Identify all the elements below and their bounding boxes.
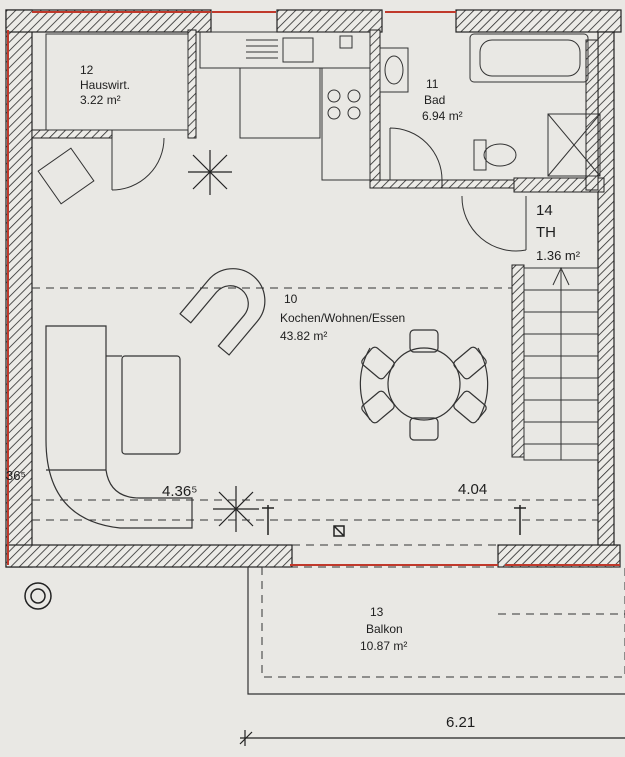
room-th: 14 TH 1.36 m² xyxy=(461,195,581,263)
kochen-number: 10 xyxy=(284,292,298,306)
kitchen-counter xyxy=(199,31,371,181)
sofa-icon xyxy=(45,325,193,529)
th-name: TH xyxy=(536,224,556,241)
room-hauswirt: 12 Hauswirt. 3.22 m² xyxy=(37,33,189,205)
balkon-name: Balkon xyxy=(366,622,403,636)
toilet-icon xyxy=(473,139,487,171)
hauswirt-name: Hauswirt. xyxy=(80,78,130,92)
red-accent-lines xyxy=(7,11,620,566)
appliance xyxy=(37,147,95,205)
balkon-number: 13 xyxy=(370,605,384,619)
staircase xyxy=(523,266,599,461)
bathtub-icon xyxy=(469,33,589,83)
dining-table-icon xyxy=(359,329,489,441)
room-balkon: 13 Balkon 10.87 m² xyxy=(247,566,625,695)
balkon-area: 10.87 m² xyxy=(360,639,407,653)
dimension-ticks xyxy=(262,505,526,537)
th-door xyxy=(461,195,527,252)
downpipe-icon xyxy=(24,582,52,610)
th-number: 14 xyxy=(536,202,553,219)
dashed-lines xyxy=(32,287,598,546)
bad-area: 6.94 m² xyxy=(422,109,463,123)
total-dimension-line xyxy=(239,730,625,746)
dimension-right-width: 4.04 xyxy=(458,481,487,498)
hauswirt-door xyxy=(111,137,165,191)
shower-icon xyxy=(547,113,601,177)
bad-number: 11 xyxy=(426,77,439,91)
room-bad: 11 Bad 6.94 m² xyxy=(379,33,601,181)
hob-icon xyxy=(327,89,361,120)
washbasin-icon xyxy=(379,47,409,93)
bad-name: Bad xyxy=(424,93,445,107)
hauswirt-number: 12 xyxy=(80,63,94,77)
armchair-icon xyxy=(179,268,266,356)
exterior-walls xyxy=(5,9,622,568)
kochen-name: Kochen/Wohnen/Essen xyxy=(280,311,405,325)
th-area: 1.36 m² xyxy=(536,248,581,263)
plant-icon xyxy=(188,150,232,195)
bad-door xyxy=(389,127,443,181)
dimension-left-width: 4.36⁵ xyxy=(162,483,197,500)
dimension-edge-mark: 36⁵ xyxy=(6,468,26,483)
dimension-total-width: 6.21 xyxy=(446,714,475,731)
room-kochen: 10 Kochen/Wohnen/Essen 43.82 m² xyxy=(280,292,405,343)
vent-icon xyxy=(339,35,353,49)
kochen-area: 43.82 m² xyxy=(280,329,327,343)
plant-icon-2 xyxy=(213,486,259,532)
hauswirt-area: 3.22 m² xyxy=(80,93,121,107)
